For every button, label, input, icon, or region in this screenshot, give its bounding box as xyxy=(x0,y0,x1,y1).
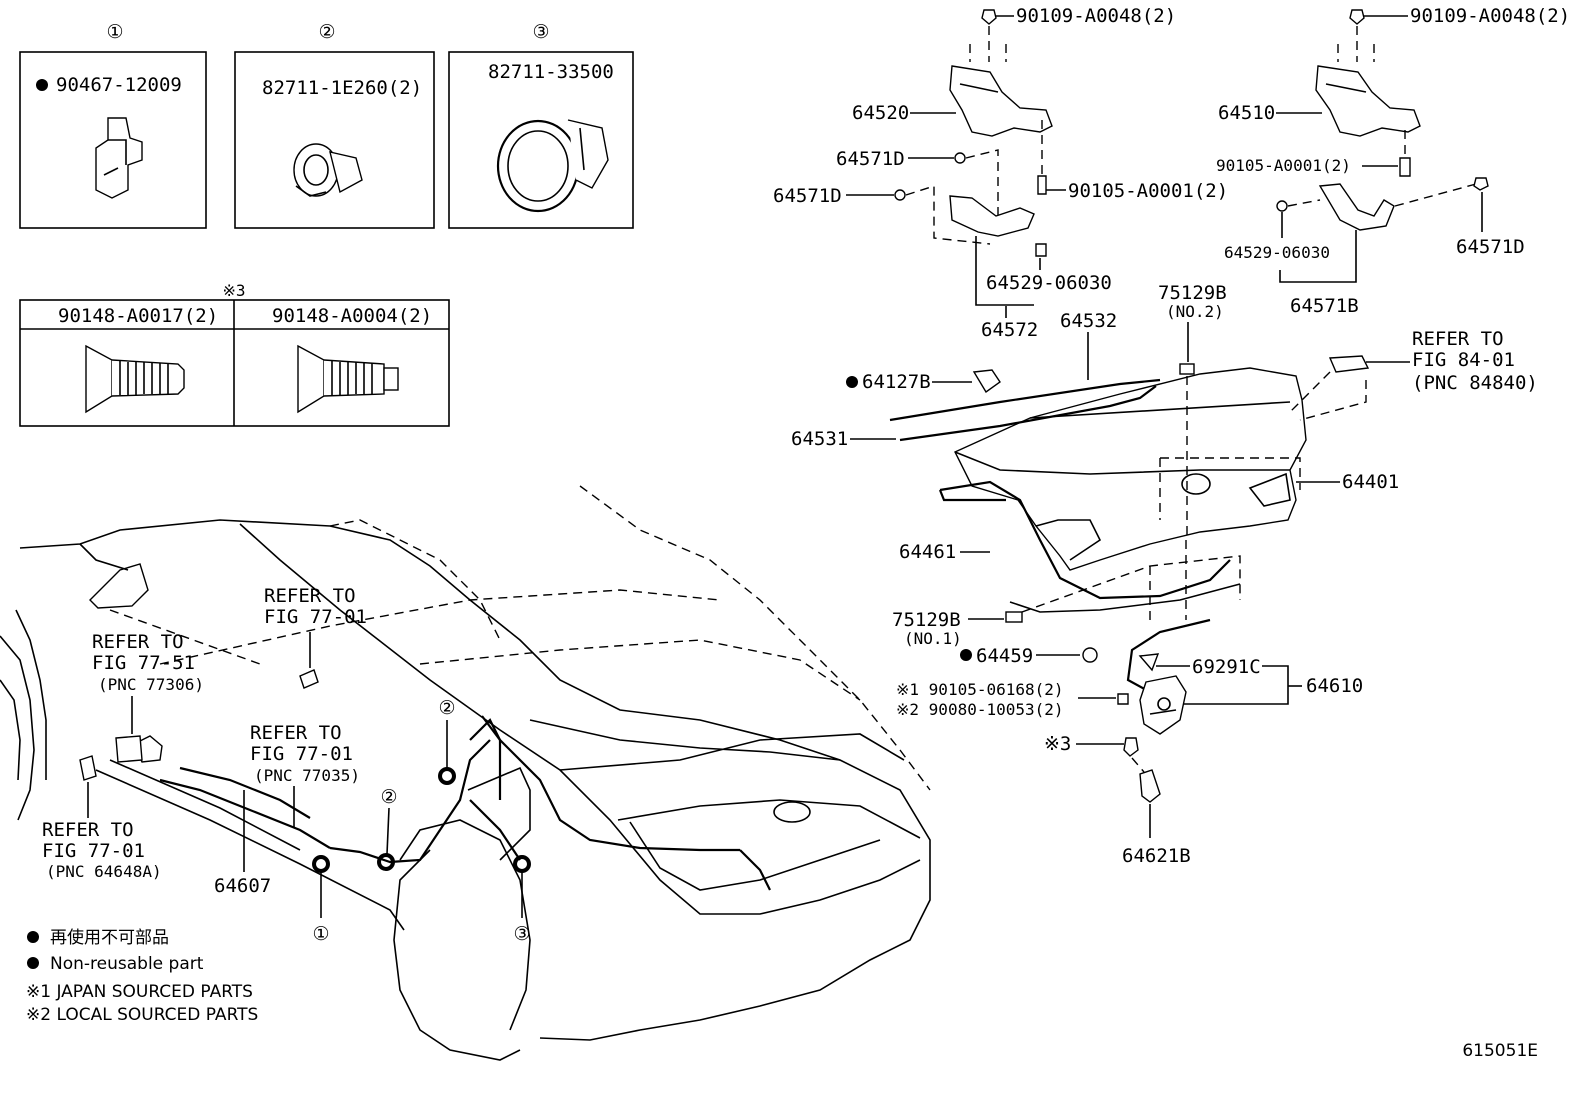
inset-3-part: 82711-33500 xyxy=(488,61,614,83)
clip-ring-icon xyxy=(513,855,531,873)
inset-1-part: 90467-12009 xyxy=(56,74,182,96)
nonreusable-dot-icon xyxy=(27,931,39,943)
inset-box-3: ③ 82711-33500 xyxy=(448,21,634,229)
nonreusable-dot-icon xyxy=(27,957,39,969)
legend-line4: ※2 LOCAL SOURCED PARTS xyxy=(26,1005,258,1025)
inset-3-circle: ③ xyxy=(532,21,549,43)
ref-77306-line1: REFER TO xyxy=(92,631,184,653)
ref-64648A-line3: (PNC 64648A) xyxy=(46,862,162,881)
inset-box-2: ② 82711-1E260(2) xyxy=(234,21,435,229)
ref-77035-line2: FIG 77-01 xyxy=(250,743,353,765)
ref-77-01-top-line2: FIG 77-01 xyxy=(264,606,367,628)
callout-90109-left: 90109-A0048(2) xyxy=(1016,5,1176,27)
nonreusable-dot-icon xyxy=(960,649,972,661)
legend: 再使用不可部品 Non-reusable part ※1 JAPAN SOURC… xyxy=(26,927,258,1025)
ref-77035-line1: REFER TO xyxy=(250,722,342,744)
callout-90080-10053: ※2 90080-10053(2) xyxy=(896,700,1064,719)
callout-69291C: 69291C xyxy=(1192,656,1261,678)
clip-ring-icon xyxy=(312,855,330,873)
clip-marker-2a: ② xyxy=(438,697,455,719)
legend-line2: Non-reusable part xyxy=(50,954,204,974)
hinge-right-assembly: 90109-A0048(2) 64510 90105-A0001(2) 6457… xyxy=(1216,5,1570,317)
trunk-lid: 64401 64461 64532 64531 64127B 75129B (N… xyxy=(791,282,1538,867)
ref-84840-line3: (PNC 84840) xyxy=(1412,372,1538,394)
screw-left-part: 90148-A0017(2) xyxy=(58,305,218,327)
callout-64571D-c: 64571D xyxy=(1456,236,1525,258)
clip-marker-3: ③ xyxy=(513,923,530,945)
nonreusable-dot-icon xyxy=(846,376,858,388)
nonreusable-dot-icon xyxy=(36,79,48,91)
callout-64610: 64610 xyxy=(1306,675,1363,697)
clip-marker-1: ① xyxy=(312,923,329,945)
legend-line3: ※1 JAPAN SOURCED PARTS xyxy=(26,982,253,1002)
inset-2-circle: ② xyxy=(318,21,335,43)
screw-table: ※3 90148-A0017(2) 90148-A0004(2) xyxy=(19,281,450,427)
ref-84840-line1: REFER TO xyxy=(1412,328,1504,350)
callout-75129B-top: 75129B xyxy=(1158,282,1227,304)
screw-grommet-icon xyxy=(85,344,185,414)
callout-64510: 64510 xyxy=(1218,102,1275,124)
ref-77-01-top-line1: REFER TO xyxy=(264,585,356,607)
screw-grommet-icon xyxy=(297,344,399,414)
callout-90105-06168: ※1 90105-06168(2) xyxy=(896,680,1064,699)
screw-right-part: 90148-A0004(2) xyxy=(272,305,432,327)
clamp-clip-icon xyxy=(293,143,363,197)
inset-2-part: 82711-1E260(2) xyxy=(262,77,422,99)
screw-table-note: ※3 xyxy=(222,281,245,300)
callout-64571B: 64571B xyxy=(1290,295,1359,317)
callout-64459: 64459 xyxy=(976,645,1033,667)
clip-ring-icon xyxy=(377,853,395,871)
legend-line1: 再使用不可部品 xyxy=(50,927,169,948)
inset-1-circle: ① xyxy=(106,21,123,43)
ref-77306-line3: (PNC 77306) xyxy=(98,675,204,694)
callout-90105-right: 90105-A0001(2) xyxy=(1216,156,1351,175)
clip-marker-2b: ② xyxy=(380,786,397,808)
callout-64621B: 64621B xyxy=(1122,845,1191,867)
ref-77035-line3: (PNC 77035) xyxy=(254,766,360,785)
callout-75129B-bot: 75129B xyxy=(892,609,961,631)
callout-90109-right: 90109-A0048(2) xyxy=(1410,5,1570,27)
ref-77306-line2: FIG 77-51 xyxy=(92,652,195,674)
callout-64571D-b: 64571D xyxy=(773,185,842,207)
figure-id: 615051E xyxy=(1462,1041,1538,1061)
callout-64401: 64401 xyxy=(1342,471,1399,493)
band-clamp-icon xyxy=(496,119,609,213)
callout-64571D-a: 64571D xyxy=(836,148,905,170)
ref-84840-line2: FIG 84-01 xyxy=(1412,349,1515,371)
callout-75129B-bot-sub: (NO.1) xyxy=(904,629,962,648)
clip-fastener-icon xyxy=(95,117,143,199)
callout-64529-left: 64529-06030 xyxy=(986,272,1112,294)
callout-64127B: 64127B xyxy=(862,371,931,393)
callout-64531: 64531 xyxy=(791,428,848,450)
callout-64532: 64532 xyxy=(1060,310,1117,332)
hinge-left-assembly: 90109-A0048(2) 64520 64571D 64571D 90105… xyxy=(773,5,1228,341)
callout-75129B-top-sub: (NO.2) xyxy=(1166,302,1224,321)
callout-64572: 64572 xyxy=(981,319,1038,341)
car-body: 64607 ② ② ① ③ REFER TO FIG 77-01 REFER T… xyxy=(0,485,931,1061)
callout-64529-right: 64529-06030 xyxy=(1224,243,1330,262)
callout-64461: 64461 xyxy=(899,541,956,563)
lock-assembly-icon xyxy=(1139,675,1187,735)
callout-90105-left: 90105-A0001(2) xyxy=(1068,180,1228,202)
clip-ring-icon xyxy=(438,767,456,785)
ref-64648A-line1: REFER TO xyxy=(42,819,134,841)
callout-64520: 64520 xyxy=(852,102,909,124)
inset-box-1: ① 90467-12009 xyxy=(19,21,207,229)
callout-note3: ※3 xyxy=(1044,733,1071,755)
ref-64648A-line2: FIG 77-01 xyxy=(42,840,145,862)
callout-64607: 64607 xyxy=(214,875,271,897)
